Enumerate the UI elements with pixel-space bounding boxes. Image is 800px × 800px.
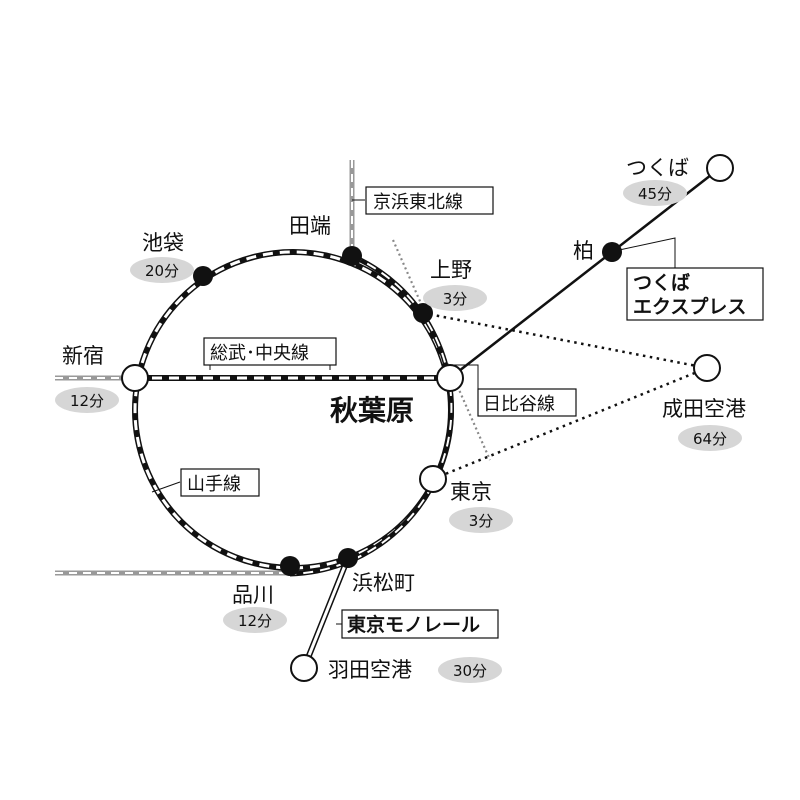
station-name-shinagawa: 品川 <box>232 583 274 607</box>
line-name-hibiya: 日比谷線 <box>483 394 555 415</box>
station-marker-ikebukuro <box>193 266 213 286</box>
time-tokyo: 3分 <box>469 512 494 530</box>
station-marker-tabata <box>342 246 362 266</box>
station-marker-shinjuku <box>121 364 149 392</box>
time-badges <box>55 180 742 683</box>
time-shinagawa: 12分 <box>238 612 272 630</box>
station-name-kashiwa: 柏 <box>573 239 594 263</box>
station-marker-ueno <box>413 303 433 323</box>
station-marker-narita <box>693 354 721 382</box>
station-marker-tsukuba <box>706 154 734 182</box>
station-name-tabata: 田端 <box>289 214 331 238</box>
narita-access-dotted-lines <box>422 311 708 481</box>
station-name-shinjuku: 新宿 <box>62 344 104 368</box>
station-name-haneda: 羽田空港 <box>328 658 412 682</box>
line-name-tsukuba-express-1: つくば <box>633 272 690 294</box>
station-name-hamamatsucho: 浜松町 <box>352 571 415 595</box>
line-name-sobu-chuo: 総武･中央線 <box>210 343 309 364</box>
time-ikebukuro: 20分 <box>145 262 179 280</box>
station-marker-akihabara <box>436 364 464 392</box>
time-haneda: 30分 <box>453 662 487 680</box>
station-marker-hamamatsucho <box>338 548 358 568</box>
line-name-boxes <box>180 186 764 639</box>
station-name-tokyo: 東京 <box>450 480 492 504</box>
station-name-ikebukuro: 池袋 <box>142 231 184 255</box>
station-name-akihabara: 秋葉原 <box>330 394 414 427</box>
tokyo-monorail-track <box>301 556 351 670</box>
station-marker-shinagawa <box>280 556 300 576</box>
line-name-yamanote: 山手線 <box>187 474 241 495</box>
time-tsukuba: 45分 <box>638 185 672 203</box>
station-name-tsukuba: つくば <box>626 156 689 180</box>
time-ueno: 3分 <box>443 290 468 308</box>
time-narita: 64分 <box>693 430 727 448</box>
station-marker-haneda <box>290 654 318 682</box>
station-marker-tokyo <box>419 465 447 493</box>
time-shinjuku: 12分 <box>70 392 104 410</box>
line-name-keihin-tohoku: 京浜東北線 <box>373 192 463 213</box>
line-name-tsukuba-express-2: エクスプレス <box>633 295 746 318</box>
station-marker-kashiwa <box>602 242 622 262</box>
station-name-narita: 成田空港 <box>662 397 746 421</box>
line-name-tokyo-monorail: 東京モノレール <box>347 613 480 636</box>
station-name-ueno: 上野 <box>430 258 472 282</box>
